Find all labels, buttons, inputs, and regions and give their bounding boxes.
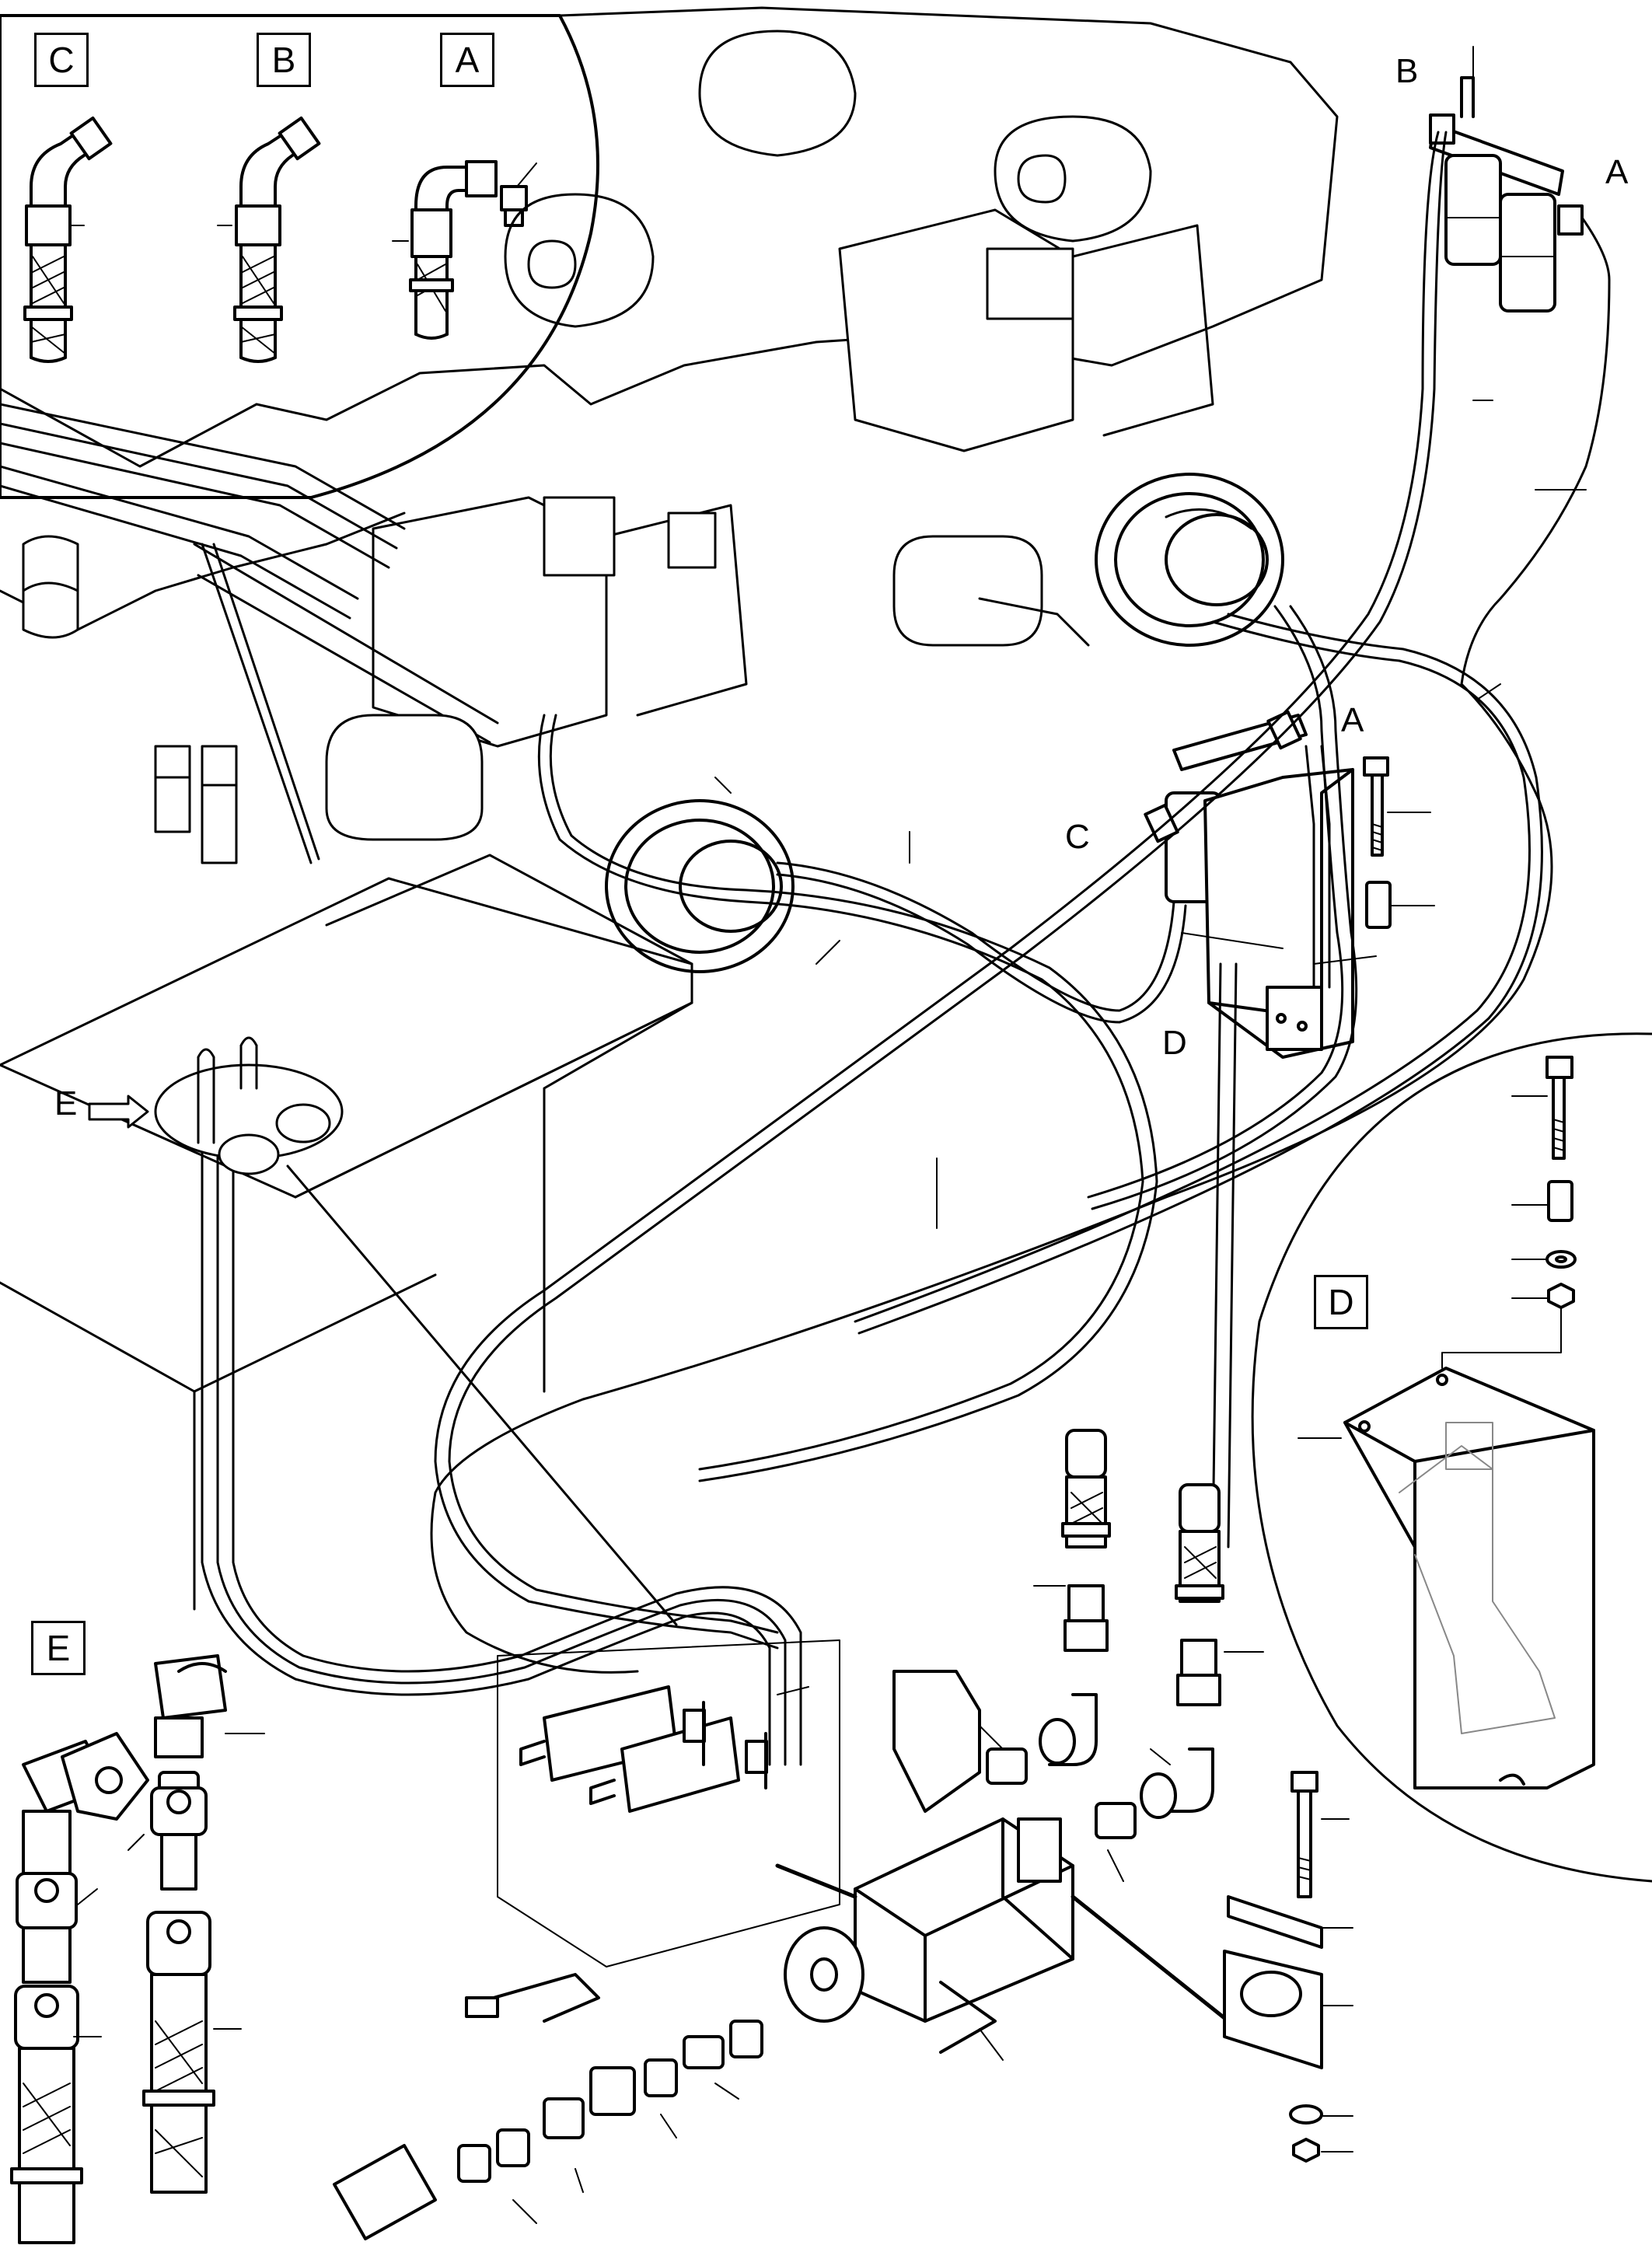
clamp-bolt-lower-right xyxy=(1223,1771,1353,2163)
fitting-chain-lower xyxy=(333,1973,763,2240)
hose-assembly-b xyxy=(217,116,321,363)
detail-circle-d xyxy=(1251,1032,1652,1883)
callout-mid-a: A xyxy=(1341,701,1364,739)
callout-mid-c: C xyxy=(1065,818,1090,856)
fuel-tank-outline xyxy=(0,854,693,1626)
detail-label-b: B xyxy=(257,33,311,87)
detail-label-c: C xyxy=(34,33,89,87)
detail-e-fittings xyxy=(10,1654,265,2244)
hose-assembly-a xyxy=(392,160,537,340)
leader-lines xyxy=(714,400,1587,1229)
bolt-spacer-mid xyxy=(1363,756,1435,929)
callout-mid-d: D xyxy=(1162,1024,1187,1062)
hose-end-upper-right xyxy=(1175,1483,1264,1706)
hose-assembly-c xyxy=(23,116,113,363)
callout-top-right-a: A xyxy=(1605,153,1629,191)
detail-label-d: D xyxy=(1314,1275,1368,1329)
fuel-filter-mid xyxy=(1144,710,1377,1059)
bracket-d xyxy=(1298,1367,1595,1789)
fuel-filter-top-right xyxy=(1429,46,1584,312)
detail-label-e: E xyxy=(31,1621,86,1675)
fuel-lines xyxy=(201,131,1611,1766)
prefilter-housing xyxy=(775,1670,1231,2061)
callout-tank-e: E xyxy=(54,1084,78,1123)
elbow-fittings xyxy=(979,1693,1214,1882)
bolt-stack-d xyxy=(1441,1056,1577,1369)
detail-label-a: A xyxy=(440,33,494,87)
hose-end-upper-left xyxy=(1033,1429,1111,1652)
detail-circle-top xyxy=(0,14,599,499)
fuel-heaters xyxy=(497,1639,840,1967)
callout-top-right-b: B xyxy=(1395,52,1419,90)
